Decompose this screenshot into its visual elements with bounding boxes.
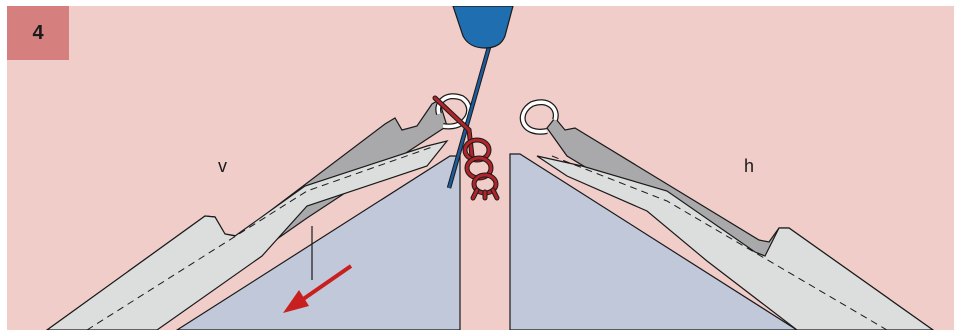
step-number: 4	[32, 22, 43, 45]
left-side-label: v	[218, 156, 227, 177]
needle-icon	[453, 6, 513, 48]
right-side-label: h	[744, 156, 754, 177]
seam-illustration	[7, 6, 954, 330]
step-badge: 4	[7, 6, 69, 60]
sewing-step-diagram: 4 v h	[7, 6, 954, 330]
